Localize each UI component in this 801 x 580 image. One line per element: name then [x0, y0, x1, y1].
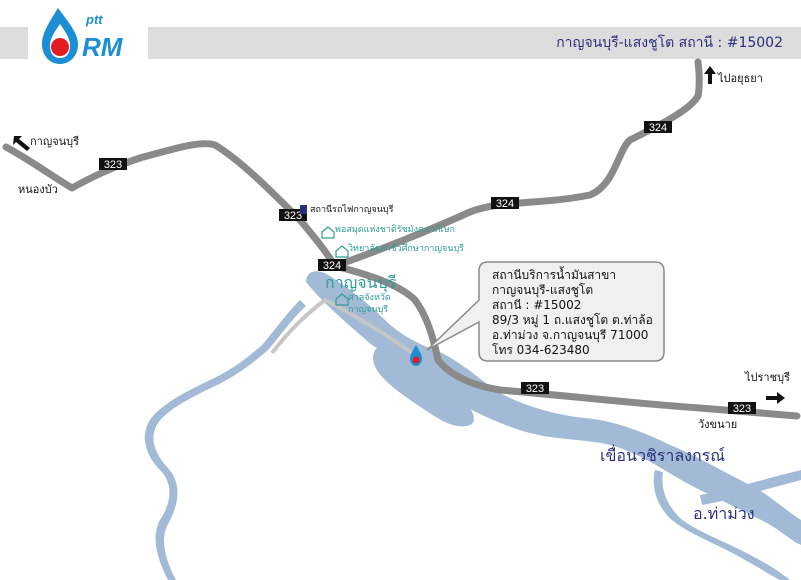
- road-badge-323-d: [728, 402, 756, 414]
- station-title: กาญจนบุรี-แสงชูโต สถานี : #15002: [556, 35, 783, 51]
- label-railway-station: สถานีรถไฟกาญจนบุรี: [310, 204, 394, 215]
- road-323-west: [2, 140, 339, 270]
- label-to-ayutthaya: ไปอยุธยา: [717, 72, 763, 85]
- svg-text:324: 324: [496, 198, 514, 210]
- logo-big-text: RM: [82, 32, 124, 62]
- callout-line-4: 89/3 หมู่ 1 ถ.แสงชูโต ต.ท่าล้อ: [492, 313, 653, 327]
- road-badge-324-b: [491, 197, 519, 209]
- ptt-rm-logo: ptt RM: [42, 8, 124, 64]
- header-bar: กาญจนบุรี-แสงชูโต สถานี : #15002: [148, 27, 801, 59]
- label-tha-muang: อ.ท่าม่วง: [693, 504, 755, 523]
- callout-line-2: กาญจนบุรี-แสงชูโต: [492, 283, 594, 297]
- callout-bubble: [426, 261, 665, 362]
- logo-small-text: ptt: [85, 12, 103, 27]
- drop-icon: [51, 38, 69, 56]
- callout-line-3: สถานี : #15002: [492, 298, 582, 312]
- river-east: [700, 470, 801, 505]
- callout-line-1: สถานีบริการน้ำมันสาขา: [492, 268, 617, 282]
- road-badge-323-a: [99, 158, 127, 170]
- label-to-ratchaburi: ไปราชบุรี: [744, 371, 790, 384]
- road-badge-323-c: [521, 382, 549, 394]
- river-south: [653, 470, 790, 580]
- road-324-north: [331, 58, 703, 270]
- label-place-3: ศาลจังหวัด: [348, 293, 391, 303]
- station-info: สถานีบริการน้ำมันสาขา กาญจนบุรี-แสงชูโต …: [492, 268, 653, 358]
- road-badge-324-c: [644, 121, 672, 133]
- landmark-icon-2: [335, 245, 349, 258]
- landmark-icon-3: [335, 293, 349, 306]
- railway-station-icon: [300, 205, 307, 214]
- svg-text:324: 324: [649, 122, 667, 134]
- river-main: [306, 271, 801, 545]
- svg-text:324: 324: [323, 260, 341, 272]
- svg-text:323: 323: [733, 403, 751, 415]
- label-place-3b: กาญจนบุรี: [348, 304, 388, 315]
- svg-text:323: 323: [526, 383, 544, 395]
- arrow-northwest-icon: [13, 136, 30, 151]
- label-to-kanchanaburi: กาญจนบุรี: [30, 135, 79, 148]
- label-place-2: วิทยาลัยอาชีวศึกษากาญจนบุรี: [348, 243, 464, 254]
- reservoir-shape: [373, 344, 475, 427]
- label-kanchanaburi-city: กาญจนบุรี: [325, 273, 397, 293]
- label-place-1: พอสมุดแห่งชาติรัชมังคลาภิเษก: [335, 224, 455, 235]
- svg-text:323: 323: [284, 210, 302, 222]
- label-wang-khanai: วังขนาย: [698, 418, 737, 431]
- arrow-east-icon: [766, 392, 785, 404]
- road-badge-324-a: [318, 259, 346, 271]
- arrow-north-icon: [704, 66, 716, 84]
- road-side: [270, 297, 417, 357]
- callout-line-5: อ.ท่าม่วง จ.กาญจนบุรี 71000: [492, 328, 649, 342]
- svg-text:323: 323: [104, 159, 122, 171]
- callout-line-6: โทร 034-623480: [492, 343, 590, 357]
- river-west: [144, 300, 306, 580]
- landmark-icon-1: [321, 226, 335, 239]
- header-bar-left: [0, 27, 28, 59]
- road-323-east: [331, 262, 801, 420]
- label-dam: เขื่อนวชิราลงกรณ์: [600, 444, 725, 465]
- label-nong-bua: หนองบัว: [18, 183, 58, 196]
